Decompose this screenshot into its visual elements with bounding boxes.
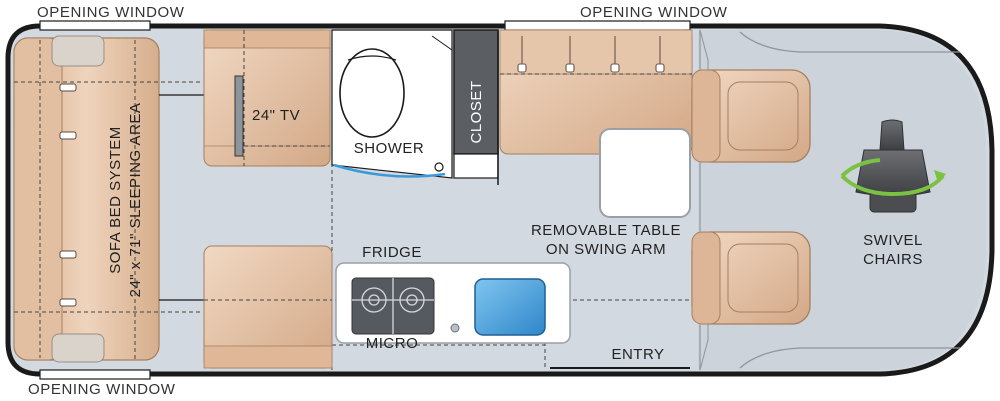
window-label-bottom-left: OPENING WINDOW [28, 381, 176, 398]
shower-drain-icon [434, 162, 444, 172]
dinette-bench-forward [499, 29, 693, 155]
window-top-right [504, 20, 691, 31]
sofa-bed [13, 35, 200, 363]
tv-panel [234, 75, 244, 157]
fridge-label: FRIDGE [362, 244, 422, 261]
solid-guides [159, 94, 205, 301]
bathroom [331, 29, 453, 179]
cab-seat-passenger [691, 69, 811, 163]
sink-basin [474, 278, 546, 336]
window-top-left [39, 20, 151, 31]
table-label-line1: REMOVABLE TABLE [531, 222, 681, 239]
galley [335, 262, 571, 344]
entry-label: ENTRY [611, 346, 664, 363]
cab-seat-driver [691, 231, 811, 325]
bench-bottom [203, 245, 333, 369]
swivel-label-line1: SWIVEL [863, 232, 923, 249]
tv-label: 24" TV [252, 107, 300, 124]
window-label-top-right: OPENING WINDOW [580, 4, 728, 21]
dashboard-line-top [739, 31, 960, 53]
dinette-bench-top [203, 29, 331, 167]
sofa-label-line1: SOFA BED SYSTEM [107, 126, 124, 274]
table-label-line2: ON SWING ARM [546, 241, 666, 258]
sofa-hinges [59, 83, 77, 307]
window-bottom-left [39, 369, 151, 380]
toilet-icon [339, 48, 405, 138]
removable-table [599, 128, 691, 218]
swivel-arrow-icon [840, 174, 945, 197]
shower-label: SHOWER [354, 140, 425, 157]
window-label-top-left: OPENING WINDOW [37, 4, 185, 21]
swivel-chair-icon [840, 119, 946, 213]
sofa-label-line2: 24" x 71" SLEEPING AREA [127, 103, 144, 298]
seat-belts [517, 36, 665, 73]
sofa-back-cushion [13, 37, 63, 361]
closet-label: CLOSET [468, 80, 485, 143]
closet [453, 29, 499, 185]
swivel-label-line2: CHAIRS [863, 251, 923, 268]
dashboard-line-bottom [739, 347, 960, 369]
faucet-icon [450, 323, 460, 333]
cooktop-burners [352, 278, 434, 334]
sofa-pillow-bottom [51, 333, 105, 363]
shower-curtain-curve [333, 163, 446, 178]
micro-label: MICRO [366, 335, 419, 352]
sofa-pillow-top [51, 35, 105, 67]
